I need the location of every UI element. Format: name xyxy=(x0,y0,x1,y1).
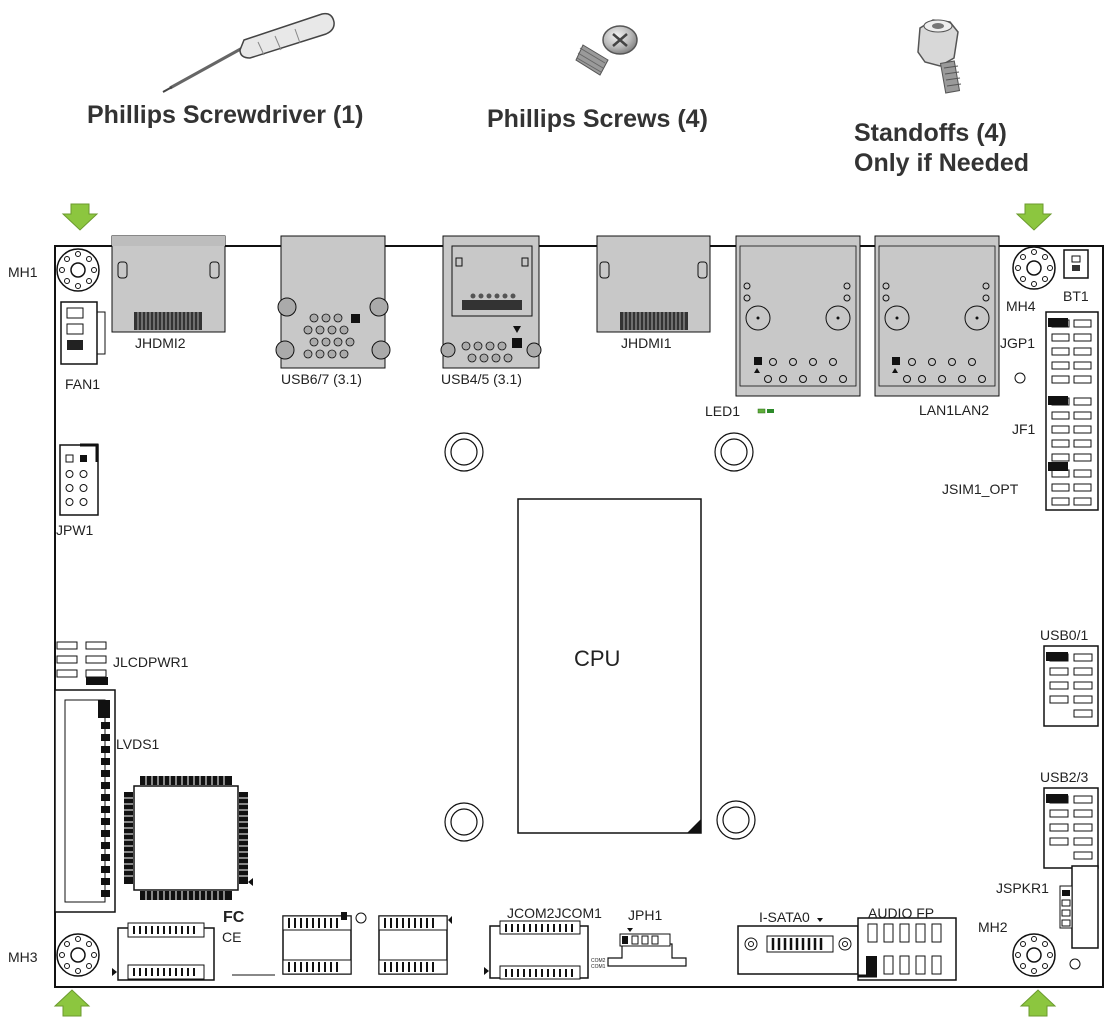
jph1-connector xyxy=(607,928,687,967)
jcom-connector xyxy=(484,920,589,980)
lvds1-label: LVDS1 xyxy=(116,736,160,752)
arrow-up-mh3-icon xyxy=(53,989,91,1017)
heatsink-hole-bottom-left xyxy=(444,802,484,842)
arrow-up-mh2-icon xyxy=(1019,989,1057,1017)
jlcdpwr1-header xyxy=(56,641,108,685)
screws-label: Phillips Screws (4) xyxy=(487,105,708,133)
arrow-down-mh1-icon xyxy=(61,203,99,231)
heatsink-hole-bottom-right xyxy=(716,800,756,840)
cpu-chip xyxy=(517,498,702,834)
jhdmi1-port xyxy=(596,235,711,333)
heatsink-hole-top-left xyxy=(444,432,484,472)
audio-fp-label: AUDIO FP xyxy=(868,905,934,921)
ce-mark: CE xyxy=(222,929,241,945)
jspkr1-label: JSPKR1 xyxy=(996,880,1049,896)
lvds1-connector xyxy=(54,689,116,913)
lan2-port xyxy=(874,235,1000,397)
usb01-header xyxy=(1043,645,1099,727)
jcom-label: JCOM2JCOM1 xyxy=(507,905,602,921)
jsim1-label: JSIM1_OPT xyxy=(942,481,1019,497)
mounting-hole-mh1 xyxy=(56,248,100,292)
standoffs-label-line1: Standoffs (4) xyxy=(854,119,1007,147)
screw-icon xyxy=(575,25,638,76)
jf1-label: JF1 xyxy=(1012,421,1036,437)
mh1-label: MH1 xyxy=(8,264,38,280)
mounting-hole-mh2 xyxy=(1012,933,1056,977)
mh2-label: MH2 xyxy=(978,919,1008,935)
fcc-mark: FC xyxy=(223,909,245,926)
audio-fp-header xyxy=(857,917,957,981)
mh3-label: MH3 xyxy=(8,949,38,965)
super-io-chip xyxy=(124,776,253,900)
standoffs-label: Standoffs (4) Only if Needed xyxy=(854,118,1029,178)
usb23-label: USB2/3 xyxy=(1040,769,1088,785)
standoffs-label-line2: Only if Needed xyxy=(854,149,1030,177)
arrow-down-mh4-icon xyxy=(1015,203,1053,231)
standoff-icon xyxy=(917,19,962,94)
com1-mark: COM1 xyxy=(591,964,606,970)
usb67-label: USB6/7 (3.1) xyxy=(281,371,362,387)
usb45-port xyxy=(440,235,542,369)
jpw1-connector xyxy=(59,443,99,516)
screwdriver-icon xyxy=(162,12,335,93)
usb45-label: USB4/5 (3.1) xyxy=(441,371,522,387)
usb01-label: USB0/1 xyxy=(1040,627,1088,643)
jhdmi2-label: JHDMI2 xyxy=(135,335,186,351)
cpu-label: CPU xyxy=(574,646,620,671)
jsim1-header xyxy=(1048,462,1092,506)
jgp1-label: JGP1 xyxy=(1000,335,1035,351)
jpw1-label: JPW1 xyxy=(56,522,94,538)
jf1-header xyxy=(1048,396,1092,462)
lan-label: LAN1LAN2 xyxy=(919,402,989,418)
com2-mark: COM2 xyxy=(591,958,606,964)
mounting-hole-mh4 xyxy=(1012,246,1056,290)
isata0-connector xyxy=(737,918,859,975)
jph1-label: JPH1 xyxy=(628,907,662,923)
fan1-label: FAN1 xyxy=(65,376,100,392)
mounting-hole-mh3 xyxy=(56,933,100,977)
isata0-label: I-SATA0 xyxy=(759,909,810,925)
jgp1-via xyxy=(1014,372,1026,384)
lan1-port xyxy=(735,235,861,397)
bt1-connector xyxy=(1063,249,1089,279)
jspkr1-header xyxy=(1059,865,1099,970)
bottom-connector-2 xyxy=(282,912,367,975)
mh4-label: MH4 xyxy=(1006,298,1036,314)
bottom-connector-1 xyxy=(112,922,215,981)
fan1-connector xyxy=(60,301,106,365)
jhdmi1-label: JHDMI1 xyxy=(621,335,672,351)
heatsink-hole-top-right xyxy=(714,432,754,472)
jgp1-header xyxy=(1045,311,1099,511)
led1-indicator xyxy=(757,408,774,414)
bt1-label: BT1 xyxy=(1063,288,1089,304)
screwdriver-label: Phillips Screwdriver (1) xyxy=(87,101,364,129)
usb23-header xyxy=(1043,787,1099,869)
jhdmi2-port xyxy=(111,235,226,333)
usb67-port xyxy=(275,235,391,369)
led1-label: LED1 xyxy=(705,403,740,419)
bottom-connector-3 xyxy=(378,915,452,975)
jlcdpwr1-label: JLCDPWR1 xyxy=(113,654,189,670)
